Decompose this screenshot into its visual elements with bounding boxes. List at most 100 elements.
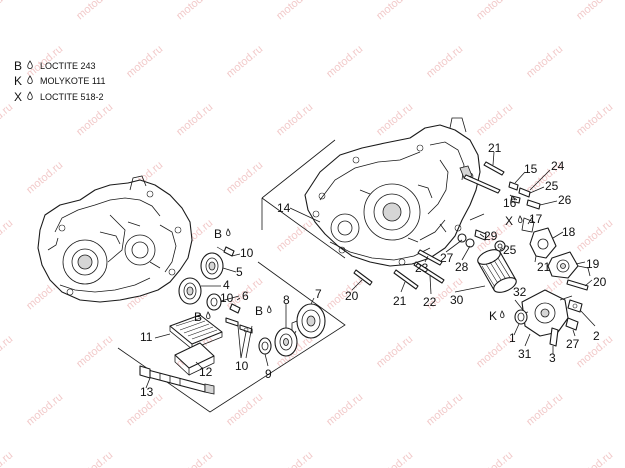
callout-13: 13 [140, 385, 154, 399]
watermark-text: motod.ru [374, 0, 415, 22]
watermark-text: motod.ru [24, 391, 65, 428]
legend-label: LOCTITE 243 [40, 61, 96, 71]
bearing-4 [178, 277, 202, 305]
watermark-text: motod.ru [324, 391, 365, 428]
callout-8: 8 [283, 293, 290, 307]
watermark-text: motod.ru [174, 449, 215, 468]
leader-lines [145, 151, 596, 389]
clip-17 [521, 217, 535, 233]
watermark-text: motod.ru [0, 449, 15, 468]
stud-20-left [353, 269, 373, 286]
callout-25-lower: 25 [503, 243, 517, 257]
watermark-text: motod.ru [224, 391, 265, 428]
watermark-text: motod.ru [574, 217, 615, 254]
code-b-upper: B [214, 227, 222, 241]
callout-21-bottom: 21 [393, 294, 407, 308]
bearing-8 [274, 327, 298, 357]
dowels-10 [225, 317, 253, 334]
cover-18 [529, 227, 557, 259]
plug-2 [567, 299, 583, 313]
watermark-text: motod.ru [374, 333, 415, 370]
drop-icon [518, 215, 523, 224]
callout-26: 26 [558, 193, 572, 207]
oil-filter-30 [477, 249, 517, 293]
callout-6: 6 [242, 289, 249, 303]
drop-icon [500, 310, 505, 319]
callout-31: 31 [518, 347, 532, 361]
left-crankcase [37, 175, 193, 303]
stud-23 [417, 249, 443, 266]
watermark-text: motod.ru [424, 43, 465, 80]
watermark-text: motod.ru [324, 43, 365, 80]
stud-22 [413, 261, 445, 284]
watermark-text: motod.ru [74, 0, 115, 22]
watermark-text: motod.ru [0, 0, 15, 22]
callout-32: 32 [513, 285, 527, 299]
watermark-text: motod.ru [124, 43, 165, 80]
legend-item: X LOCTITE 518-2 [14, 90, 104, 104]
shaft-13 [139, 365, 215, 395]
screw-10-mid [229, 303, 241, 314]
callout-17: 17 [529, 212, 543, 226]
callout-14: 14 [277, 201, 291, 215]
callout-28: 28 [455, 260, 469, 274]
group-frame-right [261, 139, 346, 259]
legend: B LOCTITE 243 K MOLYKOTE 111 X LOCTITE 5… [14, 59, 106, 104]
pump-19 [547, 251, 591, 279]
code-k: K [489, 309, 497, 323]
watermark-text: motod.ru [224, 159, 265, 196]
right-crankcase [304, 117, 481, 267]
watermark-text: motod.ru [424, 391, 465, 428]
drop-icon [27, 75, 33, 85]
watermark-text: motod.ru [274, 449, 315, 468]
code-x: X [505, 214, 513, 228]
watermark-text: motod.ru [0, 333, 15, 370]
code-b-mid-right: B [255, 304, 263, 318]
watermark-text: motod.ru [374, 449, 415, 468]
drop-icon [267, 305, 272, 314]
watermark-text: motod.ru [74, 449, 115, 468]
legend-label: MOLYKOTE 111 [40, 76, 106, 86]
watermark-text: motod.ru [474, 449, 515, 468]
screw-10-upper [216, 246, 235, 257]
bolt-20-right [566, 279, 589, 291]
callout-9: 9 [265, 367, 272, 381]
stud-21-upper [463, 161, 505, 194]
callout-11: 11 [140, 330, 153, 344]
callout-10-upper: 10 [240, 246, 254, 260]
seal-9 [258, 337, 272, 355]
screw-3 [549, 327, 559, 347]
washer-6 [206, 293, 222, 311]
callout-20-left: 20 [345, 289, 359, 303]
watermark-text: motod.ru [174, 101, 215, 138]
code-b-mid-left: B [194, 310, 202, 324]
callout-16: 16 [503, 196, 517, 210]
fittings-upper-right [508, 181, 541, 210]
bearing-5 [200, 252, 224, 280]
drop-icon [27, 91, 33, 101]
drop-icon [206, 311, 211, 320]
watermark-text: motod.ru [24, 159, 65, 196]
callout-1: 1 [509, 331, 516, 345]
callout-10-lower: 10 [235, 359, 249, 373]
legend-item: K MOLYKOTE 111 [14, 74, 106, 88]
watermark-text: motod.ru [74, 333, 115, 370]
callout-27-lower: 27 [566, 337, 580, 351]
drop-icon [226, 228, 231, 237]
watermark-text: motod.ru [574, 101, 615, 138]
watermark-text: motod.ru [374, 101, 415, 138]
watermark-text: motod.ru [474, 0, 515, 22]
watermark-text: motod.ru [524, 391, 565, 428]
callout-18: 18 [562, 225, 576, 239]
pump-cover-31 [515, 289, 573, 337]
legend-label: LOCTITE 518-2 [40, 92, 104, 102]
legend-letter: K [14, 74, 22, 88]
watermark-text: motod.ru [574, 0, 615, 22]
washer-27-lower [565, 317, 579, 331]
callout-10-mid: 10 [220, 291, 234, 305]
stud-21-lower [393, 269, 419, 290]
watermark-text: motod.ru [224, 43, 265, 80]
callout-29: 29 [484, 229, 498, 243]
watermark-text: motod.ru [0, 217, 15, 254]
